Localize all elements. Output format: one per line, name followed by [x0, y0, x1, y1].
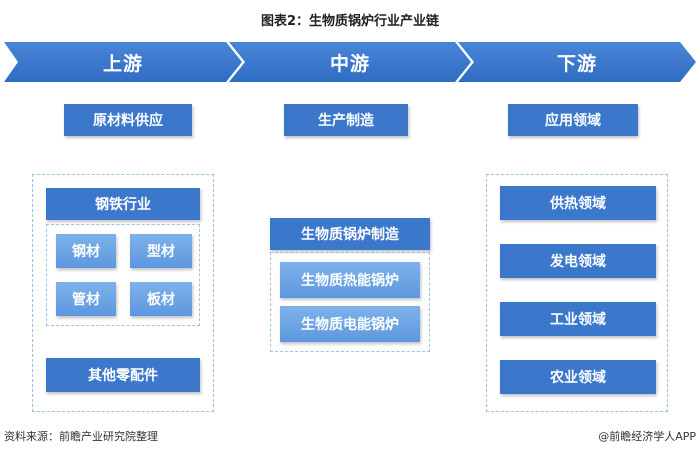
midstream-header: 生产制造	[284, 104, 408, 136]
stage-midstream: 中游	[229, 42, 471, 82]
item-plate: 板材	[130, 282, 192, 316]
item-electric-boiler: 生物质电能锅炉	[280, 306, 420, 342]
chart-title: 图表2：生物质锅炉行业产业链	[260, 14, 440, 29]
upstream-container	[32, 174, 214, 412]
steel-items-container	[46, 224, 200, 326]
boiler-manufacturing-box: 生物质锅炉制造	[270, 218, 430, 250]
midstream-items-container	[270, 252, 430, 352]
steel-industry-box: 钢铁行业	[46, 188, 200, 220]
item-steel: 钢材	[56, 234, 116, 268]
source-note: 资料来源：前瞻产业研究院整理	[4, 430, 158, 443]
app-industry-box: 工业领域	[500, 302, 656, 336]
item-thermal-boiler: 生物质热能锅炉	[280, 262, 420, 298]
stage-downstream: 下游	[458, 42, 696, 82]
app-agriculture-box: 农业领域	[500, 360, 656, 394]
app-power-box: 发电领域	[500, 244, 656, 278]
app-heating-box: 供热领域	[500, 186, 656, 220]
downstream-header: 应用领域	[508, 104, 638, 136]
downstream-container	[486, 174, 668, 412]
item-profile: 型材	[130, 234, 192, 268]
upstream-header: 原材料供应	[64, 104, 192, 136]
brand-note: @前瞻经济学人APP	[598, 430, 696, 443]
stage-upstream: 上游	[4, 42, 242, 82]
item-pipe: 管材	[56, 282, 116, 316]
other-parts-box: 其他零配件	[46, 358, 200, 392]
